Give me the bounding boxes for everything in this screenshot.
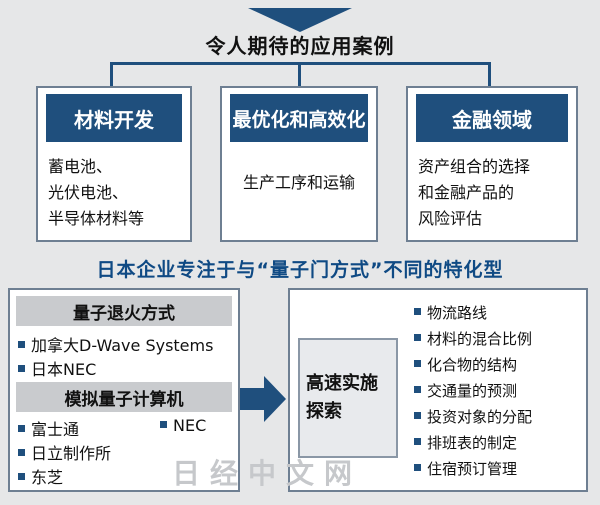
task-item: 材料的混合比例 [414,328,532,349]
task-item: 物流路线 [414,302,487,323]
list-item: 加拿大D-Wave Systems [18,332,213,356]
section-annealing-title: 量子退火方式 [16,296,232,326]
bullet-icon [18,449,25,456]
tree-connector-right [488,62,491,88]
bullet-icon [414,386,421,393]
card-finance-title: 金融领域 [416,94,568,142]
left-panel: 量子退火方式 加拿大D-Wave Systems 日本NEC 模拟量子计算机 富… [8,288,240,492]
card-optimization-body: 生产工序和运输 [222,148,376,240]
card-optimization-title: 最优化和高效化 [230,94,368,142]
right-arrow-icon [240,376,286,422]
task-item: 投资对象的分配 [414,406,532,427]
speed-search-box: 高速实施 探索 [298,338,398,458]
task-item: 化合物的结构 [414,354,517,375]
task-item: 住宿预订管理 [414,458,517,479]
card-line: 生产工序和运输 [242,173,355,192]
bullet-icon [18,341,25,348]
card-materials-title: 材料开发 [46,94,182,142]
speed-label-line: 探索 [306,401,342,422]
tree-connector-left [110,62,113,88]
bullet-icon [414,360,421,367]
card-line: 风险评估 [418,209,483,228]
list-item: 富士通 [18,416,79,440]
list-item: NEC [160,416,206,435]
card-finance-body: 资产组合的选择 和金融产品的 风险评估 [408,148,576,240]
top-arrow-icon [248,8,352,32]
list-item: 日立制作所 [18,440,111,464]
list-item: 日本NEC [18,356,96,380]
bullet-icon [160,421,167,428]
card-line: 蓄电池、 [48,157,113,176]
card-materials-body: 蓄电池、 光伏电池、 半导体材料等 [38,148,190,240]
card-line: 半导体材料等 [48,209,145,228]
card-line: 资产组合的选择 [418,157,531,176]
right-panel: 高速实施 探索 物流路线 材料的混合比例 化合物的结构 交通量的预测 投资对象的… [288,288,588,492]
bullet-icon [414,464,421,471]
speed-label-line: 高速实施 [306,373,378,394]
bullet-icon [414,308,421,315]
bullet-icon [18,365,25,372]
card-finance: 金融领域 资产组合的选择 和金融产品的 风险评估 [406,86,578,242]
tree-connector-center [298,62,301,88]
bullet-icon [414,334,421,341]
bullet-icon [18,473,25,480]
card-line: 和金融产品的 [418,183,515,202]
bullet-icon [18,425,25,432]
section-simulated-title: 模拟量子计算机 [16,382,232,412]
card-materials: 材料开发 蓄电池、 光伏电池、 半导体材料等 [36,86,192,242]
task-item: 排班表的制定 [414,432,517,453]
card-line: 光伏电池、 [48,183,129,202]
page-title: 令人期待的应用案例 [205,34,395,58]
bullet-icon [414,438,421,445]
card-optimization: 最优化和高效化 生产工序和运输 [220,86,378,242]
subtitle: 日本企业专注于与“量子门方式”不同的特化型 [96,259,504,281]
task-item: 交通量的预测 [414,380,517,401]
watermark: 日经中文网 [172,457,363,490]
bullet-icon [414,412,421,419]
list-item: 东芝 [18,464,63,488]
